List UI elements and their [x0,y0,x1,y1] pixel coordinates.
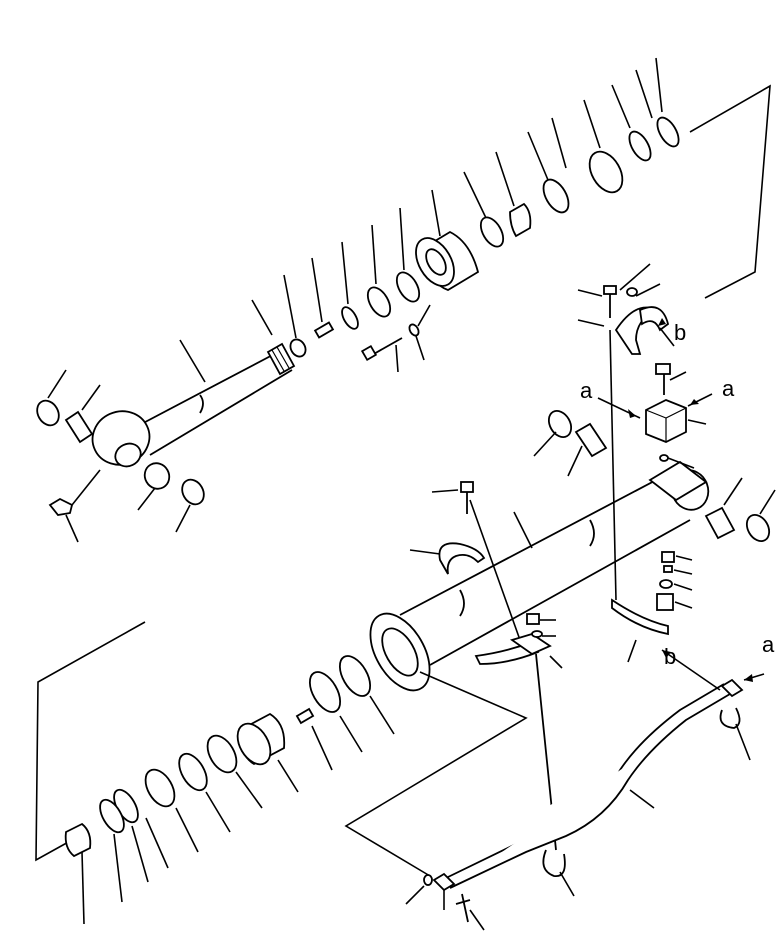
hydraulic-pipe [405,649,765,931]
upper-clamp [577,263,675,601]
head-bolt [360,304,431,373]
callout-b-clamp: b [674,320,686,345]
tube-end-bushings [533,409,776,543]
lower-right-clamp [611,598,669,663]
lower-assembly-frame [35,621,528,877]
upper-assembly-frame [689,84,771,299]
cylinder-head-upper [415,189,480,291]
piston-parts-lower [64,655,395,925]
tube-clamp-right [474,613,563,851]
callout-a-tube: a [762,632,775,657]
rod-eye-bushing-left [36,369,205,533]
grease-fitting-rod [48,469,101,543]
piston-rod [91,342,296,468]
callout-b-tube: b [664,644,676,669]
callout-a-right: a [722,376,735,401]
rod-small-parts [251,207,421,358]
tube-grease-fittings [656,454,695,611]
tube-clamp-left [409,481,521,641]
head-seals-upper [463,57,680,248]
callout-a-left: a [580,378,593,403]
cylinder-tube [369,460,710,692]
leader-rod [179,339,206,383]
junction-block [597,363,713,443]
